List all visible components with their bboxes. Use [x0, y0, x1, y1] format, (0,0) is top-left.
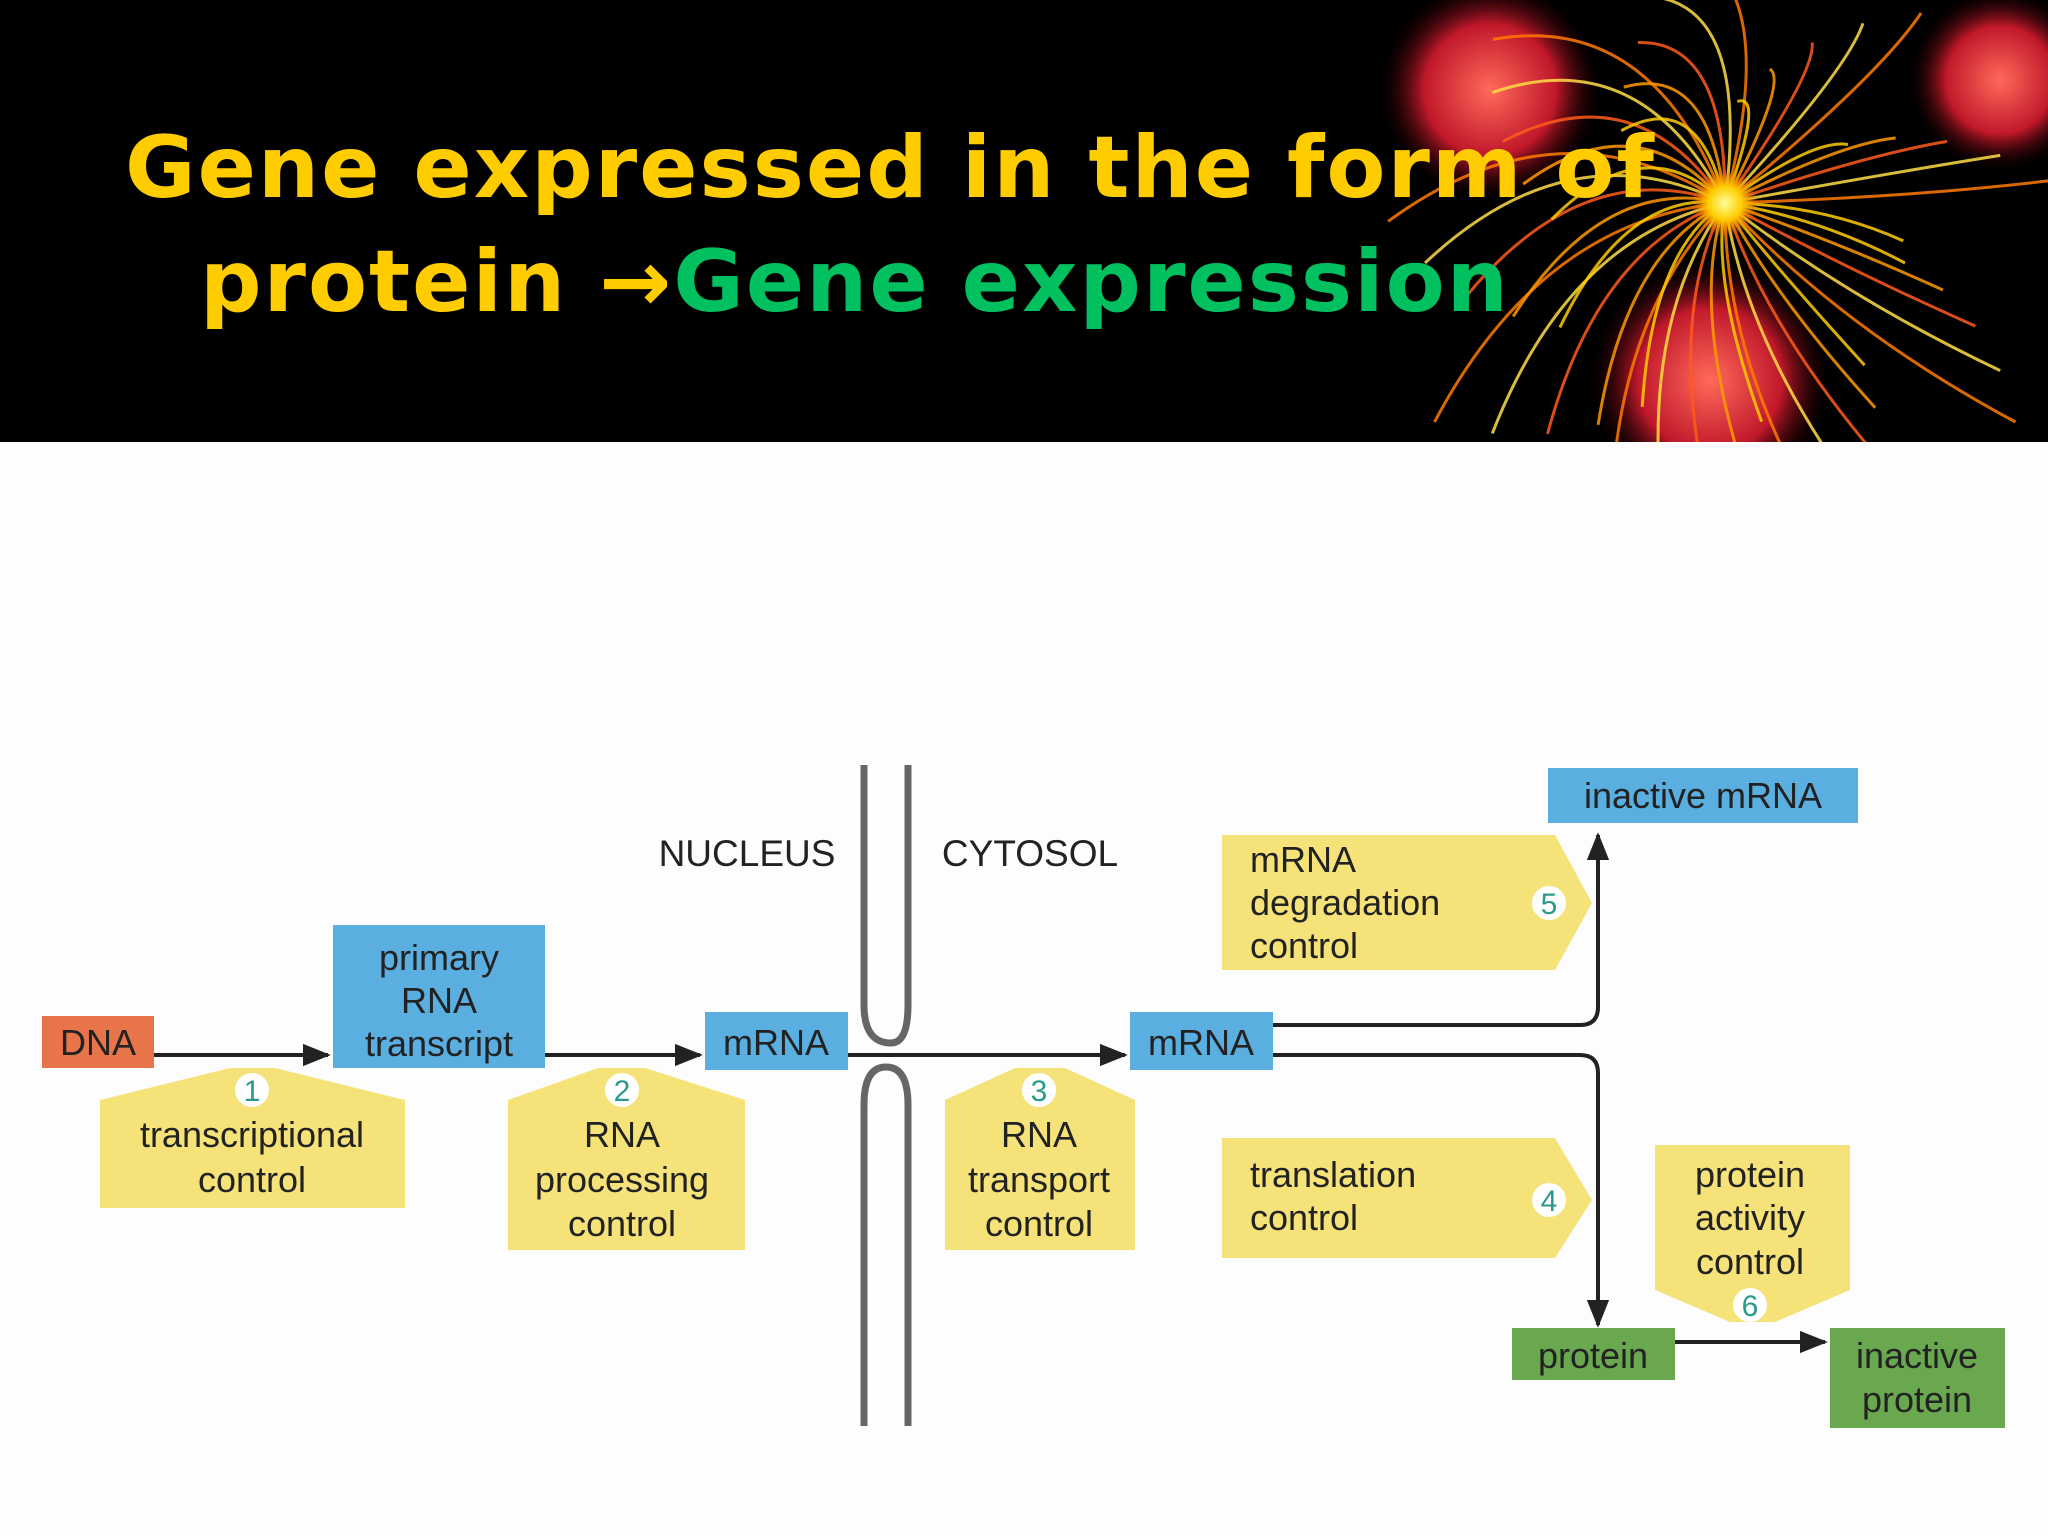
mrna-cytosol-box: mRNA	[1130, 1012, 1273, 1070]
control-6-number: 6	[1742, 1290, 1759, 1323]
primary-rna-transcript-box: primary RNA transcript	[333, 925, 545, 1068]
svg-text:translation: translation	[1250, 1154, 1416, 1195]
svg-text:primary: primary	[379, 937, 499, 978]
svg-text:processing: processing	[535, 1159, 709, 1200]
inactive-mrna-box: inactive mRNA	[1548, 768, 1858, 823]
control-2-rna-processing: 2 RNA processing control	[508, 1068, 745, 1250]
svg-text:protein: protein	[1538, 1335, 1648, 1376]
nuclear-membrane	[860, 765, 912, 1426]
svg-text:inactive mRNA: inactive mRNA	[1584, 775, 1822, 816]
firework-ray	[1466, 188, 1726, 296]
control-2-number: 2	[614, 1075, 631, 1108]
svg-text:transcript: transcript	[365, 1023, 513, 1064]
title-line-1: Gene expressed in the form of	[125, 118, 1656, 218]
firework-ray	[1663, 0, 1732, 204]
firework-ray	[1724, 153, 2001, 205]
firework-core	[1691, 169, 1759, 237]
mrna-nucleus-box: mRNA	[705, 1012, 848, 1070]
control-4-translation: 4 translation control	[1222, 1138, 1592, 1258]
firework-ray	[1723, 202, 1781, 442]
control-3-rna-transport: 3 RNA transport control	[945, 1068, 1135, 1250]
title-protein: protein	[200, 232, 600, 332]
svg-text:RNA: RNA	[584, 1114, 660, 1155]
svg-text:degradation: degradation	[1250, 882, 1440, 923]
control-1-number: 1	[244, 1075, 261, 1108]
title-gene-expression: Gene expression	[673, 232, 1510, 332]
control-5-mrna-degradation: 5 mRNA degradation control	[1222, 835, 1592, 970]
firework-ray	[1491, 78, 1727, 204]
firework-ray	[1615, 201, 1727, 442]
firework-ray	[1723, 202, 1823, 442]
svg-text:control: control	[198, 1159, 306, 1200]
protein-box: protein	[1512, 1328, 1675, 1380]
firework-ray	[1492, 34, 1727, 204]
control-4-number: 4	[1541, 1185, 1558, 1218]
svg-text:transport: transport	[968, 1159, 1110, 1200]
gene-expression-diagram: NUCLEUS CYTOSOL DNA primary RNA transcri…	[0, 442, 2048, 1536]
inactive-protein-box: inactive protein	[1830, 1328, 2005, 1428]
firework-ray	[1724, 201, 2001, 372]
red-glow-left	[1380, 0, 1600, 200]
svg-text:protein: protein	[1862, 1379, 1972, 1420]
firework-decoration	[1380, 0, 2048, 442]
firework-ray	[1387, 152, 1726, 223]
flow-arrows	[150, 832, 1828, 1354]
red-glow-right	[1910, 0, 2048, 170]
firework-ray	[1724, 179, 2048, 205]
firework-ray	[1723, 22, 1865, 205]
firework-ray	[1423, 173, 1726, 265]
cytosol-label: CYTOSOL	[942, 833, 1118, 874]
firework-ray	[1724, 12, 1923, 205]
svg-text:mRNA: mRNA	[1250, 839, 1356, 880]
svg-text:activity: activity	[1695, 1197, 1805, 1238]
firework-ray	[1656, 202, 1727, 442]
svg-text:transcriptional: transcriptional	[140, 1114, 364, 1155]
svg-text:control: control	[568, 1203, 676, 1244]
control-6-protein-activity: 6 protein activity control	[1655, 1145, 1850, 1323]
dna-label: DNA	[60, 1022, 136, 1063]
svg-text:control: control	[1696, 1241, 1804, 1282]
control-3-number: 3	[1031, 1075, 1048, 1108]
firework-ray	[1546, 201, 1726, 435]
firework-ray	[1723, 201, 2017, 424]
svg-text:control: control	[985, 1203, 1093, 1244]
control-1-transcriptional: 1 transcriptional control	[100, 1068, 405, 1208]
slide-header: Gene expressed in the form of protein →G…	[0, 0, 2048, 442]
svg-text:inactive: inactive	[1856, 1335, 1978, 1376]
firework-ray	[1433, 201, 1726, 423]
firework-ray	[1723, 42, 1814, 204]
firework-ray	[1637, 40, 1727, 204]
nucleus-label: NUCLEUS	[659, 833, 836, 874]
firework-ray	[1724, 139, 1948, 205]
firework-ray	[1502, 115, 1727, 204]
svg-text:control: control	[1250, 1197, 1358, 1238]
svg-text:protein: protein	[1695, 1154, 1805, 1195]
title-line-2: protein →Gene expression	[200, 232, 1510, 332]
firework-ray	[1723, 0, 1748, 204]
svg-text:RNA: RNA	[1001, 1114, 1077, 1155]
control-5-number: 5	[1541, 888, 1558, 921]
svg-text:mRNA: mRNA	[1148, 1022, 1254, 1063]
diagram-canvas: NUCLEUS CYTOSOL DNA primary RNA transcri…	[42, 765, 2005, 1428]
title-arrow: →	[599, 232, 674, 332]
svg-text:RNA: RNA	[401, 980, 477, 1021]
svg-text:control: control	[1250, 925, 1358, 966]
dna-box: DNA	[42, 1016, 154, 1068]
svg-text:mRNA: mRNA	[723, 1022, 829, 1063]
